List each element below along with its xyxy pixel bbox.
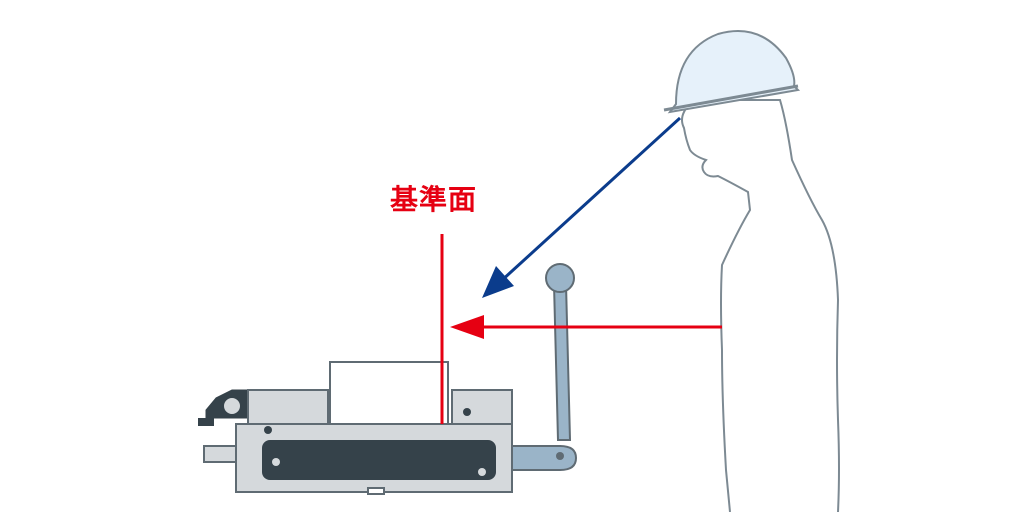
person-outline — [681, 99, 840, 513]
screw-icon — [264, 426, 272, 434]
upper-right-block — [451, 389, 513, 427]
handle-lever — [552, 283, 572, 441]
handle-joint — [511, 445, 578, 471]
clamp-lip — [198, 418, 214, 426]
worker-figure — [663, 30, 840, 513]
upper-jaw — [247, 389, 329, 427]
screw-icon — [463, 408, 471, 416]
screw-icon — [272, 458, 280, 466]
base-notch — [367, 487, 385, 495]
screw-icon — [478, 468, 486, 476]
dark-plate — [262, 440, 496, 480]
clamp-knob-icon — [222, 396, 242, 416]
side-rod — [203, 445, 241, 463]
helmet-brim — [663, 84, 799, 112]
pivot-icon — [556, 452, 564, 460]
horizontal-view-arrow — [450, 315, 722, 339]
reference-plane-label: 基準面 — [390, 183, 478, 216]
sight-line-arrow — [482, 116, 682, 298]
handle-knob-icon — [545, 263, 575, 293]
vise-machine — [198, 263, 578, 495]
workpiece-block — [329, 361, 449, 425]
